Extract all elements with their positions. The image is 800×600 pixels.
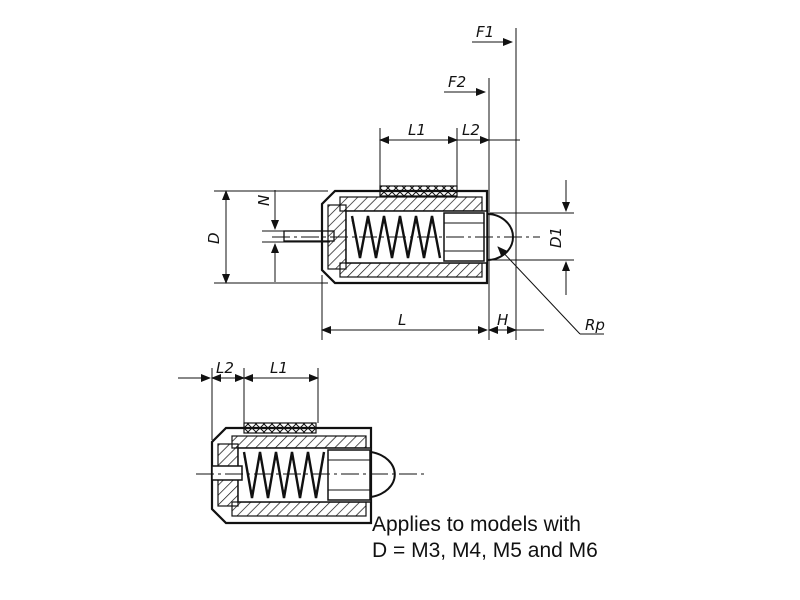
lower-knurl-band <box>243 422 317 434</box>
upper-top-wall <box>339 196 483 212</box>
upper-dimensions <box>214 28 604 340</box>
lower-slot <box>211 465 243 481</box>
lower-plunger <box>327 449 371 501</box>
label-l2-upper: L2 <box>462 121 480 139</box>
label-l1-upper: L1 <box>408 121 426 139</box>
upper-body-outline <box>320 189 489 285</box>
note-line-2: D = M3, M4, M5 and M6 <box>372 539 598 562</box>
label-l2-lower: L2 <box>216 359 234 377</box>
label-f2: F2 <box>448 73 466 91</box>
note-line-1: Applies to models with <box>372 513 581 536</box>
label-h: H <box>497 311 508 329</box>
upper-bottom-wall <box>339 262 483 278</box>
label-l1-lower: L1 <box>270 359 288 377</box>
upper-knurl-band <box>379 185 458 197</box>
upper-pin-view <box>272 185 540 285</box>
label-n: N <box>255 195 273 206</box>
lower-dimensions <box>178 368 319 440</box>
lower-top-wall <box>231 435 367 449</box>
applicability-note: Applies to models with D = M3, M4, M5 an… <box>372 512 598 564</box>
label-d: D <box>205 232 223 244</box>
upper-slot-pin <box>283 230 335 242</box>
lower-pin-view <box>196 422 424 525</box>
lower-ball <box>370 451 396 498</box>
label-f1: F1 <box>476 23 494 41</box>
lower-bottom-wall <box>231 501 367 517</box>
label-l: L <box>398 311 406 329</box>
lower-body-outline <box>210 426 373 525</box>
label-d1: D1 <box>547 227 565 248</box>
label-rp: Rp <box>585 316 605 334</box>
